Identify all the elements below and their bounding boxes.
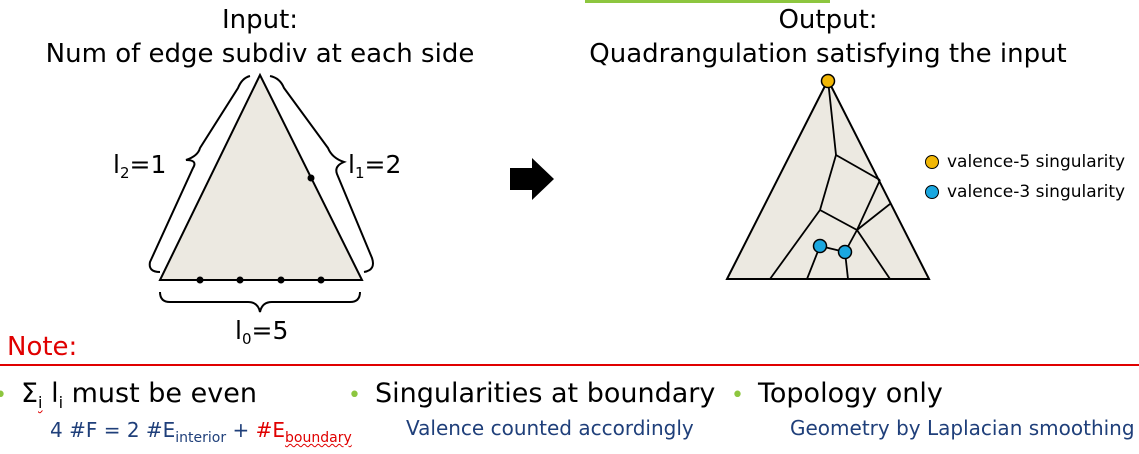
bullet-even-sum: • Σi li must be even xyxy=(0,378,257,412)
topology-subtext: Geometry by Laplacian smoothing xyxy=(790,416,1135,440)
subdiv-point xyxy=(277,276,285,284)
legend: valence-5 singularity valence-3 singular… xyxy=(925,152,1125,202)
bottom-brace xyxy=(159,291,361,313)
singularities-subtext: Valence counted accordingly xyxy=(406,416,694,440)
valence-5-point xyxy=(820,73,836,89)
bullet-icon: • xyxy=(0,383,7,408)
left-brace xyxy=(148,75,251,273)
input-title: Input: Num of edge subdiv at each side xyxy=(45,5,475,69)
input-triangle xyxy=(158,72,364,281)
bullet-icon: • xyxy=(348,383,361,408)
bullet-icon: • xyxy=(731,383,744,408)
legend-item-valence-5: valence-5 singularity xyxy=(925,152,1125,172)
label-l0: l0=5 xyxy=(235,316,289,348)
header-accent-bar xyxy=(585,0,830,3)
formula-line: 4 #F = 2 #Einterior + #Eboundary xyxy=(50,418,352,446)
legend-item-valence-3: valence-3 singularity xyxy=(925,182,1125,202)
subdiv-point xyxy=(196,276,204,284)
label-l2: l2=1 xyxy=(113,150,167,182)
bullet-topology: • Topology only xyxy=(731,378,943,409)
output-quad-diagram xyxy=(725,73,931,280)
subdiv-point xyxy=(307,174,315,182)
note-heading: Note: xyxy=(7,332,78,362)
valence-5-dot-icon xyxy=(925,155,939,169)
arrow-icon xyxy=(510,158,554,200)
valence-3-point xyxy=(812,238,828,254)
subdiv-point xyxy=(236,276,244,284)
subdiv-point xyxy=(317,276,325,284)
bullet-singularities: • Singularities at boundary xyxy=(348,378,716,409)
note-divider xyxy=(0,364,1139,366)
output-title: Output: Quadrangulation satisfying the i… xyxy=(589,5,1067,69)
valence-3-dot-icon xyxy=(925,185,939,199)
input-triangle-diagram xyxy=(148,72,374,313)
label-l1: l1=2 xyxy=(348,150,402,182)
valence-3-point xyxy=(837,244,853,260)
right-brace xyxy=(269,75,374,273)
